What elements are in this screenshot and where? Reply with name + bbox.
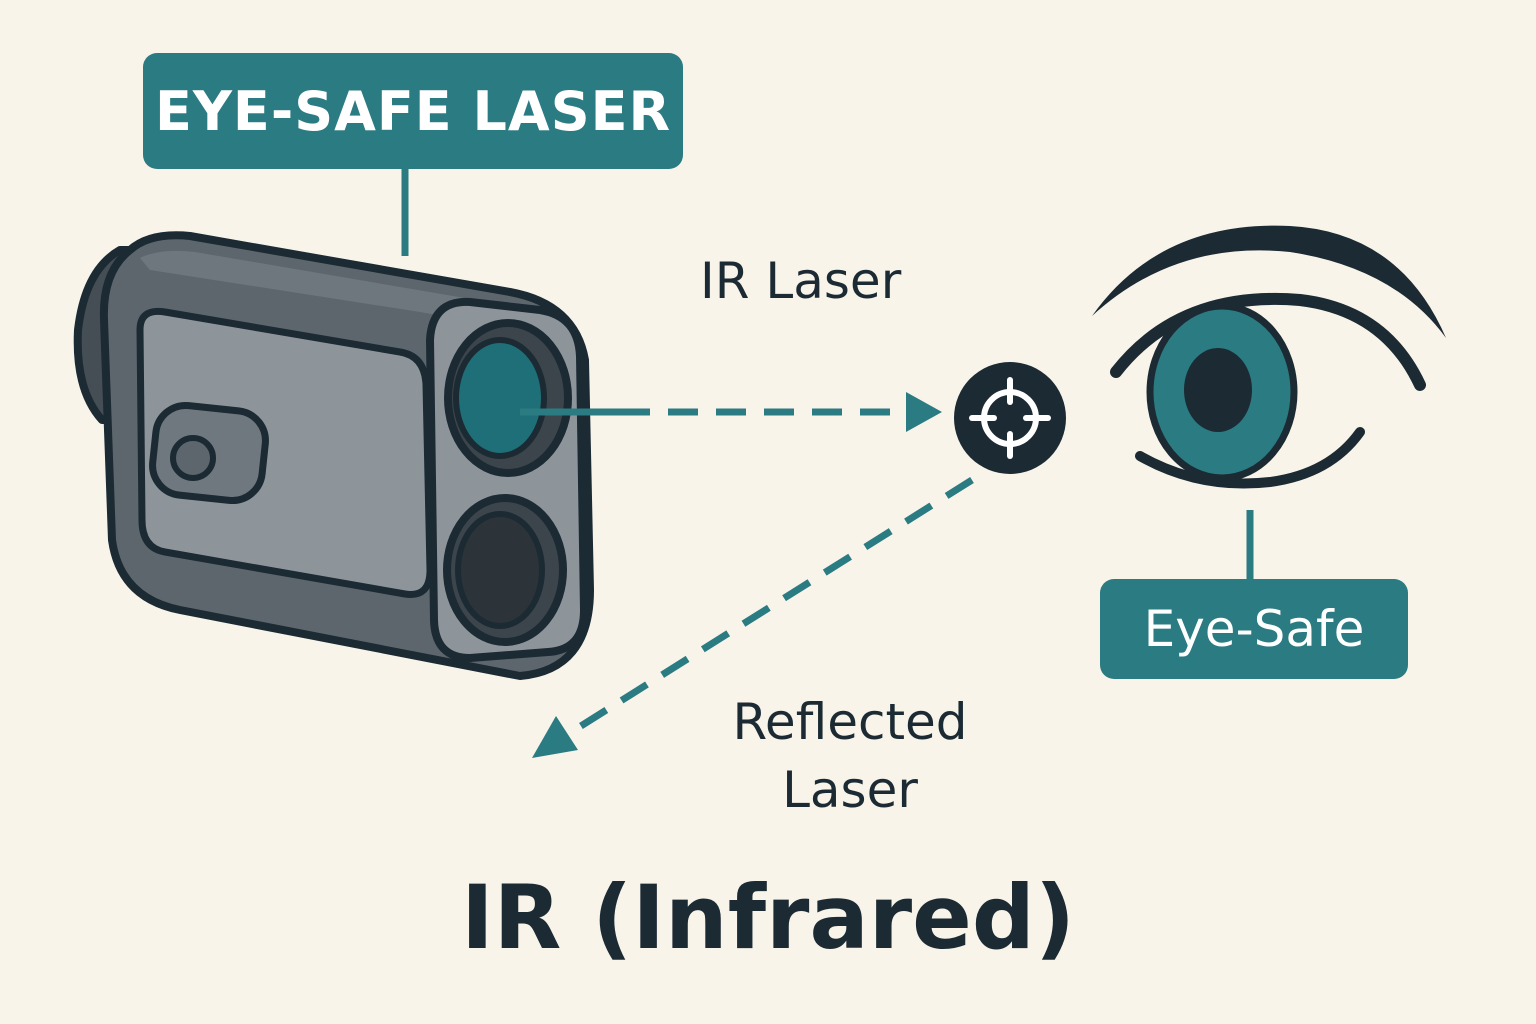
- eye-safe-label: Eye-Safe: [1100, 579, 1408, 679]
- reflected-beam: [563, 477, 974, 739]
- beam-arrowhead: [906, 392, 942, 432]
- eye-upper-lid: [1110, 292, 1426, 391]
- eye-brow: [1092, 225, 1446, 338]
- reflected-arrowhead: [532, 716, 578, 758]
- eye-pupil: [1184, 348, 1252, 432]
- rangefinder-icon: [73, 231, 594, 680]
- device-upper-lens-inner: [453, 337, 547, 459]
- reflected-laser-label: Reflected Laser: [700, 688, 1000, 824]
- reflected-label-line2: Laser: [782, 761, 918, 819]
- eye-lower-lid: [1135, 427, 1365, 489]
- reflected-label-line1: Reflected: [732, 693, 968, 751]
- device-button: [170, 435, 216, 481]
- eye-safe-laser-label: EYE-SAFE LASER: [143, 53, 683, 169]
- device-lower-lens-inner: [455, 511, 545, 629]
- crosshair-icon: [954, 362, 1066, 474]
- ir-laser-label: IR Laser: [700, 252, 902, 310]
- eye-icon: [1092, 225, 1446, 489]
- page-title: IR (Infrared): [460, 866, 1076, 969]
